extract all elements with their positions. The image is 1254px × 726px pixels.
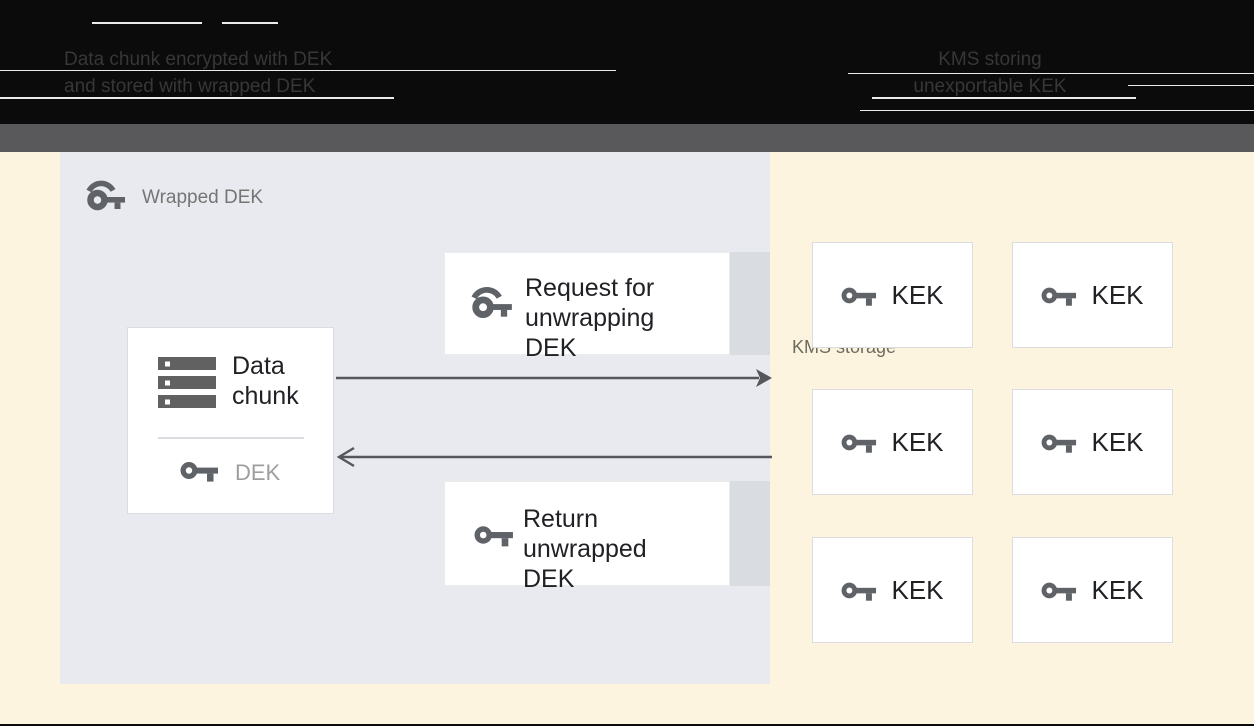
kek-label: KEK: [891, 426, 944, 457]
data-chunk-box: Data chunk DEK: [127, 327, 334, 514]
arrow-left-icon: [336, 446, 355, 468]
kek-box: KEK: [812, 537, 973, 643]
key-icon: [841, 284, 878, 307]
key-icon: [1041, 284, 1078, 307]
request-unwrap-box: Request for unwrapping DEK: [444, 252, 730, 362]
diagram-field: Wrapped DEK: [0, 152, 1254, 724]
kek-label: KEK: [891, 574, 944, 605]
key-icon: [1041, 579, 1078, 602]
request-box-tail: [730, 252, 770, 355]
header-divider-strip: [0, 124, 1254, 152]
dek-row: DEK: [180, 458, 280, 488]
right-caption: KMS storing unexportable KEK: [860, 46, 1120, 100]
header-band: Data chunk encrypted with DEK and stored…: [0, 0, 1254, 124]
key-icon: [1041, 431, 1078, 454]
kek-label: KEK: [1091, 426, 1144, 457]
artifact-line: [0, 97, 394, 100]
return-box-tail: [730, 481, 770, 586]
kek-label: KEK: [1091, 574, 1144, 605]
bottom-edge: [0, 724, 1254, 726]
wrapped-dek-container: Wrapped DEK: [60, 152, 770, 684]
dek-label: DEK: [235, 460, 281, 485]
request-unwrap-label: Request for unwrapping DEK: [525, 274, 655, 362]
left-caption: Data chunk encrypted with DEK and stored…: [64, 46, 424, 100]
wrapped-dek-label: Wrapped DEK: [142, 187, 264, 208]
kek-box: KEK: [812, 242, 973, 348]
arrow-right-icon: [756, 369, 772, 387]
kek-label: KEK: [891, 279, 944, 310]
artifact-line: [872, 97, 1136, 100]
kek-label: KEK: [1091, 279, 1144, 310]
data-chunk-divider: [158, 437, 304, 439]
data-chunk-label: Data chunk: [232, 352, 299, 410]
kek-box: KEK: [1012, 389, 1173, 495]
server-icon: [158, 357, 216, 413]
key-icon: [474, 522, 515, 553]
artifact-line: [860, 110, 1254, 112]
artifact-line: [848, 73, 1254, 75]
left-caption-line2: and stored with wrapped DEK: [64, 76, 316, 97]
kek-box: KEK: [812, 389, 973, 495]
artifact-line: [222, 22, 278, 24]
right-caption-line1: KMS storing: [938, 49, 1042, 70]
artifact-line: [92, 22, 202, 24]
key-icon: [841, 579, 878, 602]
return-arrow: [336, 446, 772, 468]
right-caption-line2: unexportable KEK: [913, 76, 1067, 97]
left-caption-line1: Data chunk encrypted with DEK: [64, 49, 333, 70]
return-unwrap-box: Return unwrapped DEK: [444, 481, 730, 593]
wrapped-key-icon: [471, 284, 515, 325]
return-unwrap-label: Return unwrapped DEK: [523, 505, 647, 593]
wrapped-dek-header: Wrapped DEK: [86, 179, 263, 217]
kek-box: KEK: [1012, 242, 1173, 348]
artifact-line: [1128, 85, 1254, 87]
key-icon: [180, 458, 220, 488]
request-arrow: [336, 369, 772, 387]
kek-box: KEK: [1012, 537, 1173, 643]
artifact-line: [0, 70, 616, 72]
key-icon: [841, 431, 878, 454]
wrapped-key-icon: [86, 179, 128, 217]
